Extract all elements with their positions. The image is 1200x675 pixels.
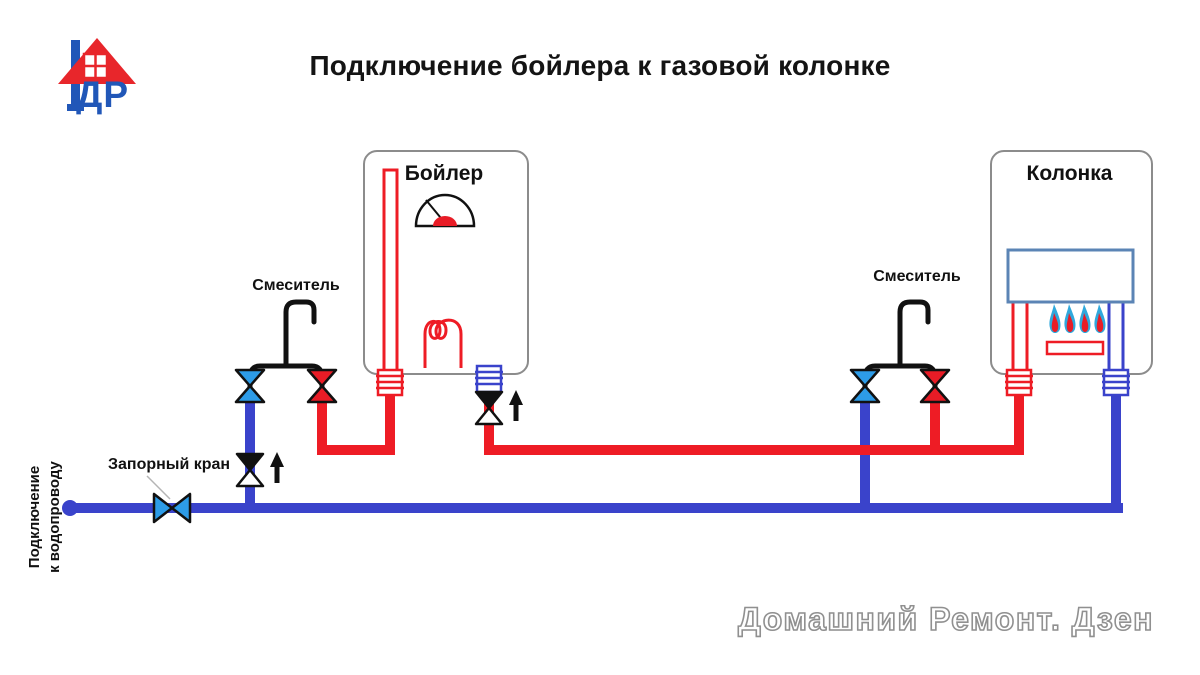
boiler-cold-inlet-connector — [475, 364, 503, 394]
cold-water-main-pipe — [66, 503, 1123, 513]
kolonka-cold-tube — [1107, 298, 1125, 373]
water-supply-label: Подключение к водопроводу — [25, 437, 67, 597]
watermark: Домашний Ремонт. Дзен — [737, 600, 1154, 638]
heat-exchanger-icon — [1006, 248, 1135, 304]
water-supply-label-line2: к водопроводу — [46, 461, 64, 573]
heating-element-icon — [423, 318, 463, 368]
right-mixer-hot-valve-icon — [919, 368, 951, 404]
boiler-hot-outlet-connector — [376, 368, 404, 397]
kolonka-to-boiler-hot-pipe — [484, 445, 1024, 455]
kolonka-hot-outlet-riser — [1014, 396, 1024, 455]
kolonka-cold-inlet-connector — [1102, 368, 1130, 397]
mixer-left-label: Смеситель — [252, 277, 340, 294]
kolonka-internals — [1006, 248, 1135, 373]
thermometer-gauge-icon — [414, 193, 476, 228]
boiler-title: Бойлер — [404, 162, 484, 185]
water-supply-label-line1: Подключение — [26, 465, 43, 569]
shutoff-valve-icon — [152, 492, 192, 524]
shutoff-valve-label: Запорный кран — [108, 456, 231, 473]
mixer-right-faucet-icon — [862, 299, 938, 401]
kolonka-title: Колонка — [1026, 162, 1113, 185]
flow-arrow-left-icon — [270, 452, 284, 483]
left-mixer-cold-valve-icon — [234, 368, 266, 404]
kolonka-cold-inlet-riser — [1111, 396, 1121, 513]
check-valve-boiler-inlet-icon — [474, 390, 504, 426]
mixer-right-label: Смеситель — [873, 268, 961, 285]
right-mixer-cold-valve-icon — [849, 368, 881, 404]
home-logo-icon — [58, 38, 136, 111]
burner-flames-icon — [1049, 304, 1106, 334]
kolonka-hot-outlet-connector — [1005, 368, 1033, 397]
boiler-internals — [382, 168, 476, 373]
check-valve-left-riser-icon — [235, 452, 265, 488]
left-mixer-hot-valve-icon — [306, 368, 338, 404]
kolonka-hot-tube — [1011, 298, 1029, 373]
mixer-left-faucet-icon — [247, 299, 325, 401]
flow-arrow-boiler-inlet-icon — [509, 390, 523, 421]
right-mixer-hot-riser — [930, 398, 940, 455]
page-title: Подключение бойлера к газовой колонке — [309, 50, 891, 81]
burner-bar-icon — [1045, 340, 1105, 356]
boiler-hot-outlet-riser — [385, 394, 395, 455]
shutoff-label-leader-line — [146, 475, 171, 500]
hot-water-pipes — [317, 392, 1024, 455]
logo-letters: ДР — [76, 74, 130, 115]
boiler-tube-icon — [382, 168, 399, 373]
